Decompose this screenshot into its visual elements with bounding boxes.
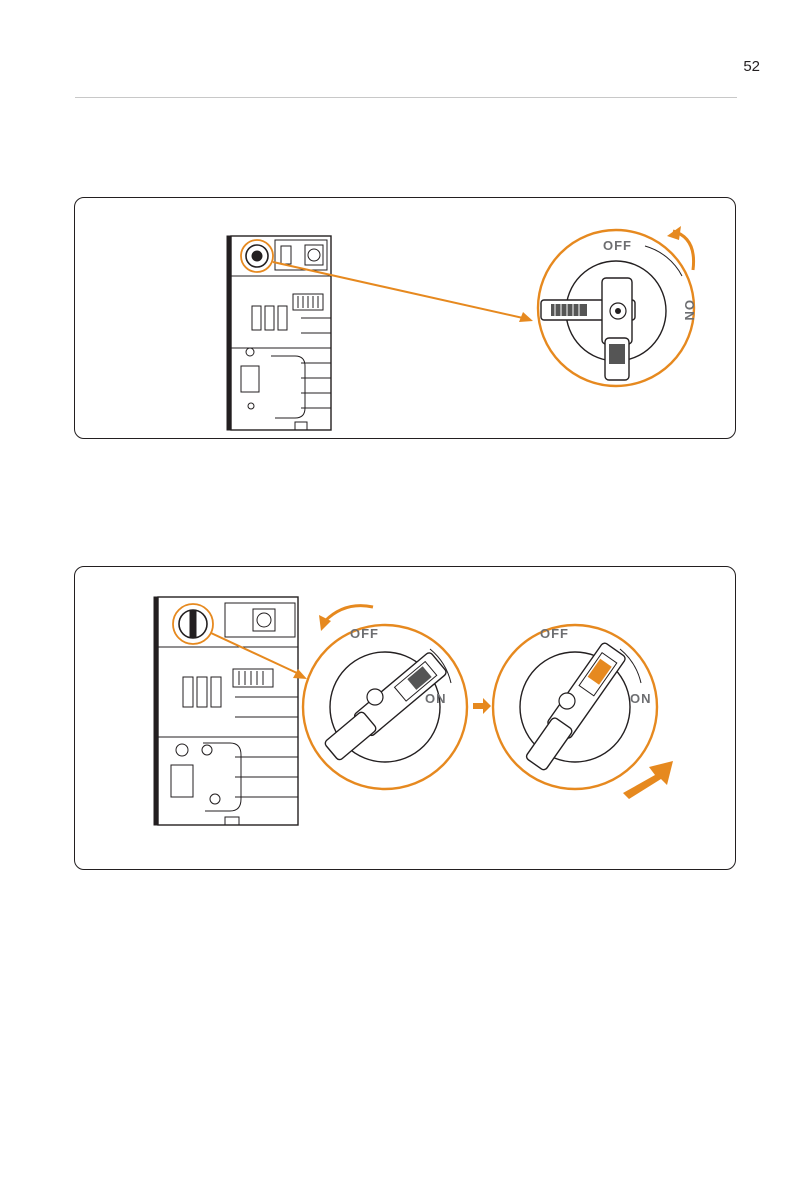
- switch-on-label: ON: [682, 300, 697, 322]
- inverter-device-illustration: [227, 236, 331, 430]
- switch-off-label-after: OFF: [540, 626, 569, 641]
- inverter-device-illustration: [154, 597, 298, 825]
- dc-switch-zoom-after: [493, 625, 657, 789]
- figure-switch-off-state: OFF ON: [74, 197, 736, 439]
- figure-switch-on-procedure: OFF ON OFF ON: [74, 566, 736, 870]
- switch-on-label-before: ON: [425, 691, 447, 706]
- figure1-illustration: OFF ON: [75, 198, 737, 440]
- page-number: 52: [743, 58, 760, 75]
- switch-off-label: OFF: [603, 238, 632, 253]
- figure2-illustration: OFF ON OFF ON: [75, 567, 737, 871]
- header-rule: [75, 97, 737, 98]
- switch-on-label-after: ON: [630, 691, 652, 706]
- pointer-arrow: [211, 633, 297, 673]
- switch-off-label-before: OFF: [350, 626, 379, 641]
- transition-arrow: [473, 698, 491, 714]
